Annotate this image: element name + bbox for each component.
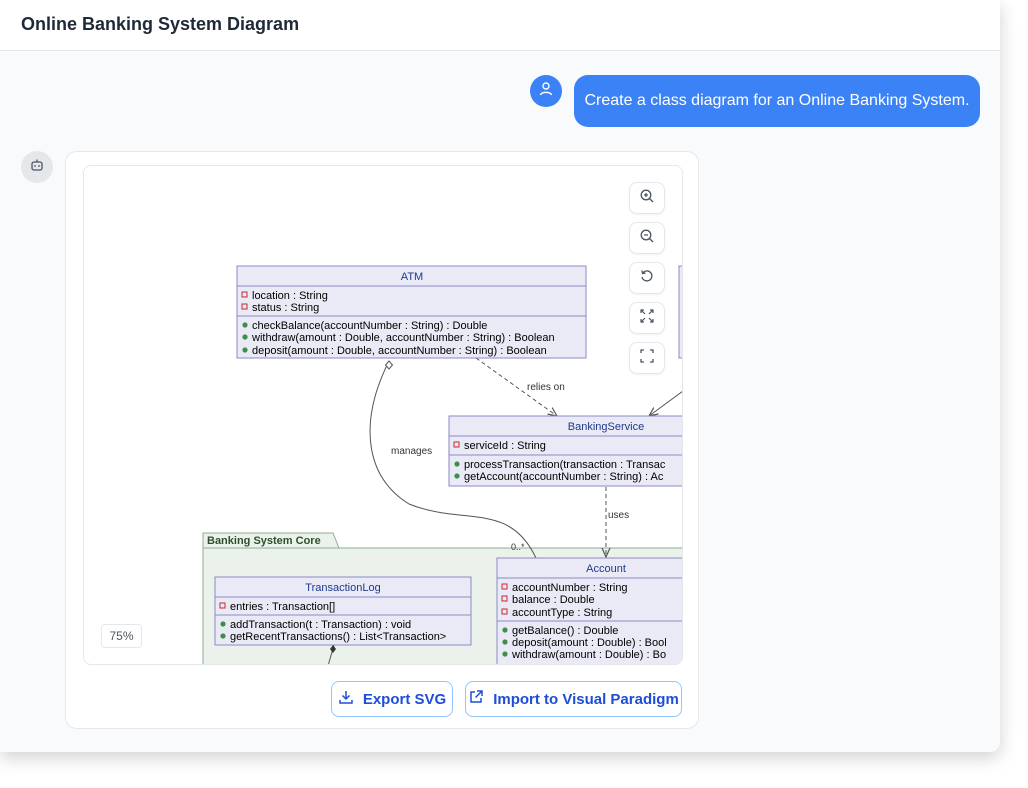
class-account[interactable]: Account accountNumber : String balance :… — [496, 557, 683, 665]
attribute: location : String — [252, 290, 328, 302]
package-label: Banking System Core — [207, 535, 321, 547]
manages-line — [369, 360, 537, 559]
class-banking-service[interactable]: BankingService serviceId : String proces… — [448, 415, 683, 487]
manages-label: manages — [391, 446, 432, 457]
class-transaction-log[interactable]: TransactionLog entries : Transaction[] a… — [214, 576, 472, 646]
attribute: entries : Transaction[] — [230, 601, 335, 613]
class-name: BankingService — [568, 421, 644, 433]
partial-class-box — [678, 265, 682, 359]
operation: processTransaction(transaction : Transac — [464, 459, 666, 471]
zoom-out-icon — [639, 228, 655, 249]
operation: getBalance() : Double — [512, 625, 618, 637]
import-visual-paradigm-button[interactable]: Import to Visual Paradigm — [465, 681, 682, 717]
multiplicity-label: 0..* — [511, 542, 525, 552]
attribute: balance : Double — [512, 594, 595, 606]
header: Online Banking System Diagram — [0, 0, 1000, 51]
service-incoming-line — [649, 391, 682, 416]
composition-diamond — [330, 645, 336, 653]
export-svg-button[interactable]: Export SVG — [331, 681, 453, 717]
external-link-icon — [468, 689, 484, 709]
bot-avatar — [21, 151, 53, 183]
operation: checkBalance(accountNumber : String) : D… — [252, 320, 487, 332]
zoom-in-button[interactable] — [629, 182, 665, 214]
robot-icon — [29, 157, 45, 178]
attribute: accountType : String — [512, 607, 612, 619]
expand-icon — [639, 308, 655, 329]
operation: addTransaction(t : Transaction) : void — [230, 619, 411, 631]
class-atm[interactable]: ATM location : String status : String ch… — [236, 265, 587, 359]
zoom-in-icon — [639, 188, 655, 209]
user-avatar — [530, 75, 562, 107]
app-window: Online Banking System Diagram Create a c… — [0, 0, 1000, 729]
class-diagram: Banking System Core relies on manages 0.… — [202, 265, 683, 665]
diagram-viewer[interactable]: Banking System Core relies on manages 0.… — [83, 165, 683, 665]
operation: withdraw(amount : Double) : Bo — [511, 649, 666, 661]
fullscreen-icon — [639, 348, 655, 369]
export-svg-label: Export SVG — [362, 690, 447, 708]
page-title: Online Banking System Diagram — [21, 14, 300, 34]
diagram-canvas[interactable]: Banking System Core relies on manages 0.… — [199, 261, 683, 665]
operation: deposit(amount : Double) : Bool — [512, 637, 667, 649]
attribute: accountNumber : String — [512, 582, 628, 594]
aggregation-diamond — [384, 360, 394, 370]
uses-label: uses — [608, 510, 629, 521]
user-message: Create a class diagram for an Online Ban… — [574, 75, 980, 127]
attribute: serviceId : String — [464, 440, 546, 452]
operation: getRecentTransactions() : List<Transacti… — [230, 631, 446, 643]
attribute: status : String — [252, 302, 319, 314]
relies-on-label: relies on — [527, 382, 565, 393]
class-name: Account — [586, 563, 626, 575]
zoom-out-button[interactable] — [629, 222, 665, 254]
user-icon — [538, 81, 554, 102]
operation: deposit(amount : Double, accountNumber :… — [252, 345, 547, 357]
reset-view-button[interactable] — [629, 262, 665, 294]
fit-to-screen-button[interactable] — [629, 302, 665, 334]
relies-on-line — [475, 357, 557, 416]
bot-response-card: Banking System Core relies on manages 0.… — [65, 151, 699, 729]
class-name: TransactionLog — [305, 582, 380, 594]
fullscreen-button[interactable] — [629, 342, 665, 374]
import-vp-label: Import to Visual Paradigm — [493, 690, 679, 708]
class-name: ATM — [401, 271, 423, 283]
operation: getAccount(accountNumber : String) : Ac — [464, 471, 664, 483]
rotate-ccw-icon — [639, 268, 655, 289]
download-icon — [338, 689, 354, 709]
operation: withdraw(amount : Double, accountNumber … — [251, 332, 555, 344]
zoom-level: 75% — [101, 624, 142, 648]
